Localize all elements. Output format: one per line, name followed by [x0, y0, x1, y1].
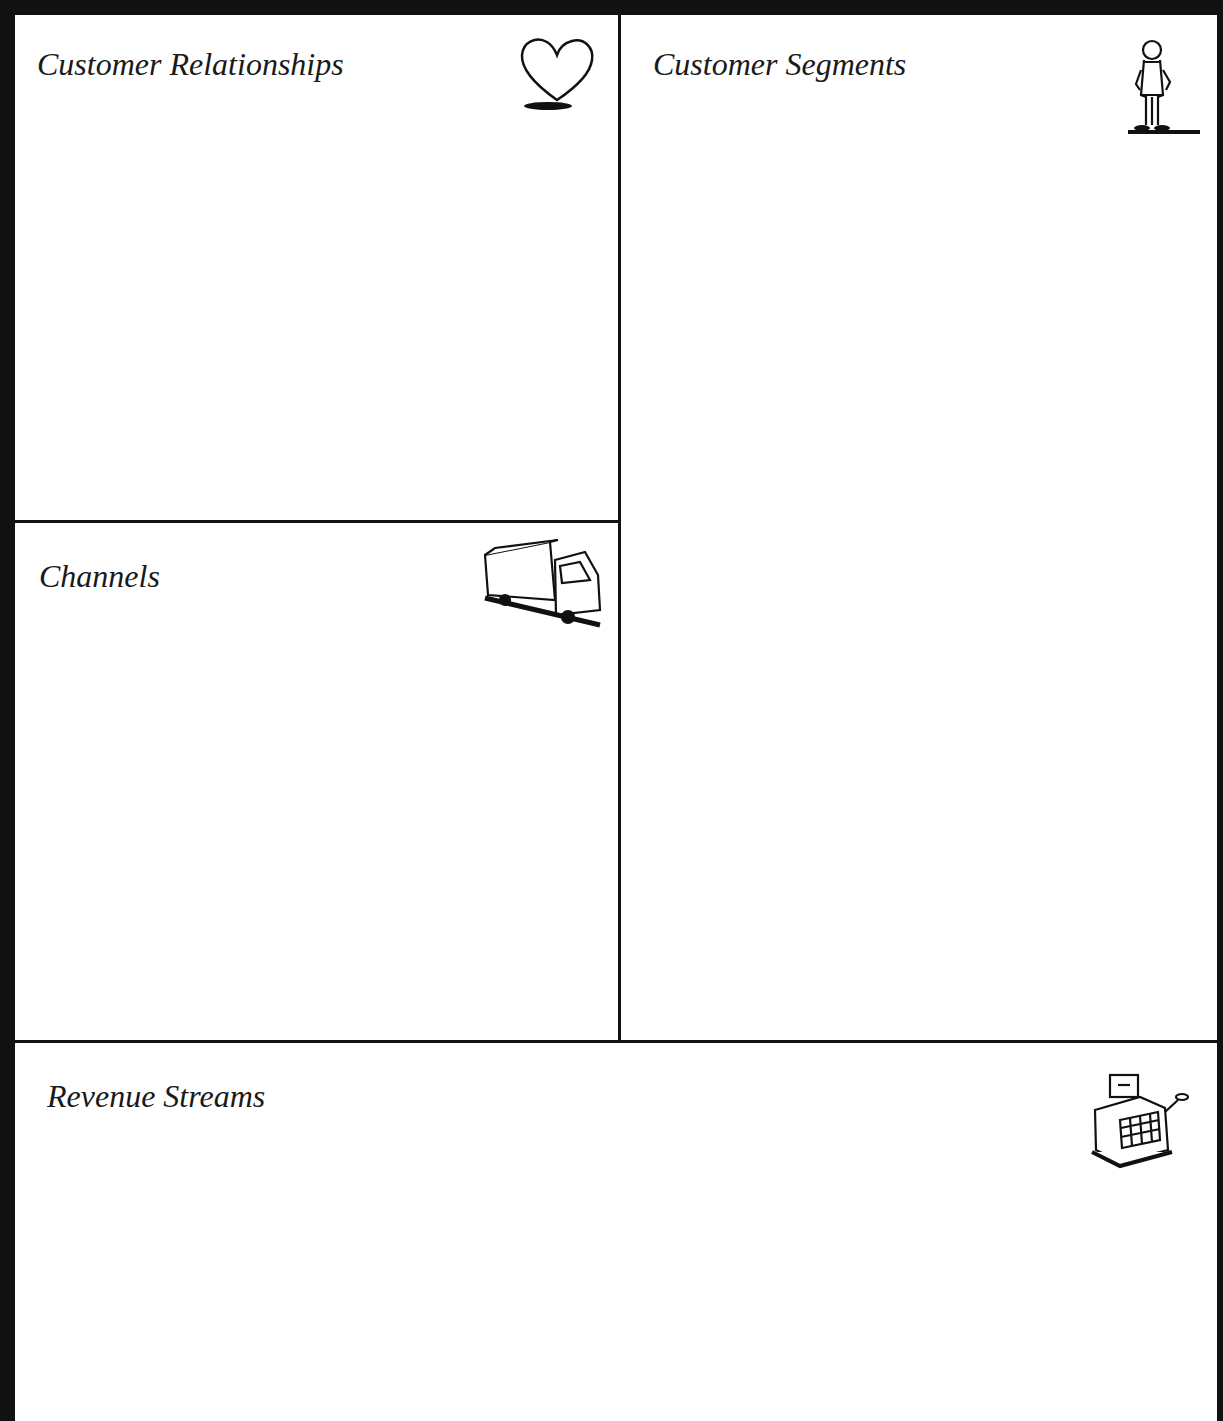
- canvas-block: Channels: [12, 520, 621, 1043]
- heart-icon: [522, 40, 592, 110]
- block-heading: Channels: [39, 557, 160, 595]
- block-heading: Revenue Streams: [47, 1077, 265, 1115]
- canvas-block: Revenue Streams: [12, 1040, 1220, 1421]
- canvas-block: Customer Segments: [618, 12, 1220, 1043]
- block-heading: Customer Relationships: [37, 45, 344, 83]
- person-icon: [1128, 41, 1200, 132]
- cash-register-icon: [1092, 1075, 1188, 1166]
- canvas-block: Customer Relationships: [12, 12, 621, 523]
- block-heading: Customer Segments: [653, 45, 906, 83]
- truck-icon: [485, 540, 600, 625]
